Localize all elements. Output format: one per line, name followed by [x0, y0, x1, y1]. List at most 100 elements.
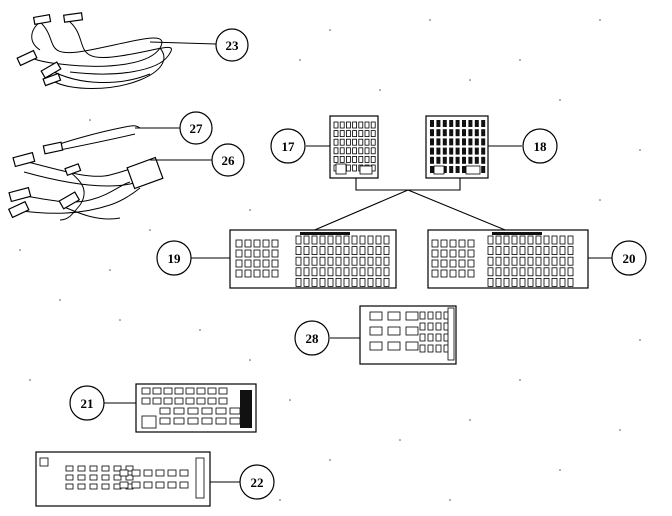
- board-chip: [367, 246, 374, 256]
- board-chip: [467, 249, 475, 258]
- board-chip: [155, 481, 165, 489]
- board-chip: [462, 166, 466, 173]
- board-chip: [503, 256, 510, 266]
- board-chip: [77, 474, 86, 481]
- board-chip: [352, 155, 358, 163]
- callout-27: 27: [179, 111, 213, 145]
- board-chip: [339, 138, 345, 146]
- board-chip: [519, 267, 526, 277]
- board-chip: [352, 138, 358, 146]
- board-chip: [435, 322, 442, 331]
- board-chip: [141, 387, 151, 395]
- background-speck: [619, 429, 621, 431]
- board-chip: [163, 397, 173, 405]
- circuit-board-part-18: [425, 115, 489, 179]
- board-chip: [375, 256, 382, 266]
- background-speck: [469, 79, 471, 81]
- board-chip: [359, 246, 366, 256]
- board-chip: [352, 121, 358, 129]
- board-chip: [435, 311, 442, 320]
- board-chip: [449, 147, 454, 155]
- board-chip: [201, 417, 213, 425]
- board-chip: [370, 138, 376, 146]
- board-chip: [359, 267, 366, 277]
- board-chip: [303, 267, 310, 277]
- board-chip: [311, 246, 318, 256]
- board-chip: [527, 246, 534, 256]
- board-chip: [370, 155, 376, 163]
- callout-26: 26: [211, 143, 245, 177]
- board-chip: [462, 147, 466, 155]
- board-chip: [449, 129, 454, 137]
- board-chip: [481, 166, 486, 173]
- board-chip: [39, 457, 49, 467]
- board-chip: [262, 269, 270, 278]
- board-chip: [387, 326, 401, 336]
- board-chip: [271, 259, 279, 268]
- background-speck: [59, 299, 61, 301]
- circuit-board-part-17: [329, 115, 379, 179]
- board-chip: [405, 311, 419, 321]
- ribbon-cable-part-23: [16, 12, 172, 89]
- board-chip: [345, 138, 351, 146]
- board-chip: [449, 156, 454, 164]
- board-chip: [551, 277, 558, 287]
- board-chip: [195, 457, 205, 499]
- board-chip: [143, 481, 153, 489]
- board-chip: [163, 387, 173, 395]
- board-chip: [167, 481, 177, 489]
- board-chip: [167, 469, 177, 477]
- board-chip: [431, 259, 439, 268]
- board-chip: [433, 165, 445, 175]
- board-chip: [440, 249, 448, 258]
- board-chip: [343, 256, 350, 266]
- board-chip: [442, 166, 447, 173]
- board-chip: [458, 269, 466, 278]
- board-chip: [559, 235, 566, 245]
- board-chip: [364, 147, 370, 155]
- board-chip: [343, 246, 350, 256]
- board-chip: [327, 246, 334, 256]
- board-chip: [503, 246, 510, 256]
- board-chip: [201, 407, 213, 415]
- callout-21: 21: [69, 385, 105, 421]
- board-chip: [474, 156, 479, 164]
- board-chip: [449, 120, 454, 127]
- board-chip: [449, 239, 457, 248]
- background-speck: [559, 469, 561, 471]
- circuit-board-part-19: [229, 229, 397, 289]
- callout-18-label: 18: [534, 139, 548, 154]
- background-speck: [429, 19, 431, 21]
- background-speck: [639, 149, 641, 151]
- board-chip: [495, 267, 502, 277]
- board-chip: [358, 121, 364, 129]
- board-chip: [339, 130, 345, 138]
- background-specks: [19, 19, 641, 501]
- board-chip: [405, 341, 419, 351]
- background-speck: [279, 499, 281, 501]
- board-chip: [359, 277, 366, 287]
- background-speck: [399, 439, 401, 441]
- board-chip: [187, 417, 199, 425]
- board-chip: [119, 481, 129, 489]
- board-chip: [131, 469, 141, 477]
- board-chip: [327, 277, 334, 287]
- board-chip: [218, 397, 228, 405]
- board-chip: [271, 269, 279, 278]
- background-speck: [299, 59, 301, 61]
- board-chip: [430, 138, 434, 146]
- board-chip: [333, 121, 339, 129]
- board-chip: [462, 156, 466, 164]
- board-chip: [369, 341, 383, 351]
- callout-23: 23: [215, 28, 249, 62]
- board-chip: [559, 267, 566, 277]
- board-chip: [333, 138, 339, 146]
- callout-27-label: 27: [190, 121, 204, 136]
- board-chip: [339, 121, 345, 129]
- board-chip: [567, 277, 574, 287]
- board-chip: [442, 129, 447, 137]
- board-chip: [435, 344, 442, 353]
- board-chip: [77, 483, 86, 490]
- board-chip: [131, 481, 141, 489]
- board-chip: [65, 465, 74, 472]
